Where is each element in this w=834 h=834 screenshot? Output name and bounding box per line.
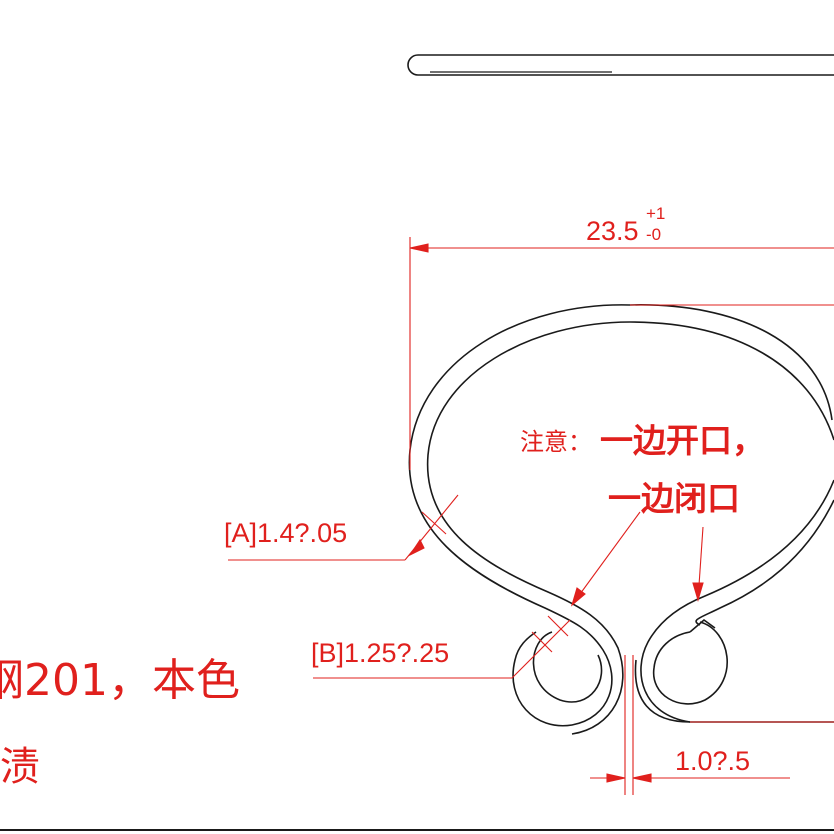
material-text: 钢201，本色 <box>0 655 240 706</box>
rod-side-view <box>407 54 834 76</box>
clip-outline <box>408 304 834 735</box>
dimension-lines <box>228 237 834 795</box>
width-tol-minus: -0 <box>646 225 661 244</box>
thickness-a-label: [A]1.4?.05 <box>224 518 347 548</box>
note-line-2: 一边闭口 <box>608 479 740 518</box>
note-line-1: 一边开口， <box>600 421 765 460</box>
gap-label: 1.0?.5 <box>675 746 750 776</box>
thickness-b-label: [B]1.25?.25 <box>311 638 449 668</box>
width-tol-plus: +1 <box>646 204 665 223</box>
note-prefix: 注意： <box>520 428 592 456</box>
width-value: 23.5 <box>586 216 639 246</box>
finish-text: 渍 <box>0 744 40 790</box>
